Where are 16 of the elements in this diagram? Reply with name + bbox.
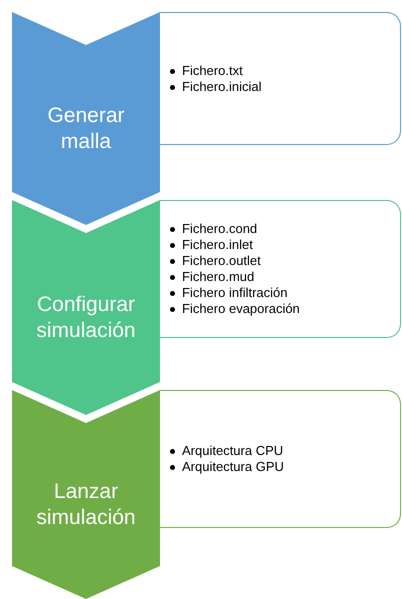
- list-item: Fichero.outlet: [182, 253, 261, 269]
- list-item: Arquitectura GPU: [182, 459, 284, 475]
- step-label: Generar malla: [46, 102, 126, 154]
- step-label: Configurar simulación: [35, 292, 137, 344]
- list-item: Fichero.cond: [182, 221, 258, 237]
- list-item: Fichero evaporación: [182, 301, 300, 317]
- text-panel: [160, 390, 401, 528]
- list-item: Fichero infiltración: [182, 285, 288, 301]
- text-panel: [160, 200, 401, 338]
- step-label: Lanzar simulación: [35, 478, 137, 530]
- list-item: Fichero.inlet: [182, 237, 253, 253]
- list-item: Fichero.inicial: [182, 78, 262, 94]
- list-item: Fichero.txt: [182, 62, 243, 78]
- list-item: Fichero.mud: [182, 269, 254, 285]
- list-item: Arquitectura CPU: [182, 443, 284, 459]
- text-panel: [160, 12, 401, 145]
